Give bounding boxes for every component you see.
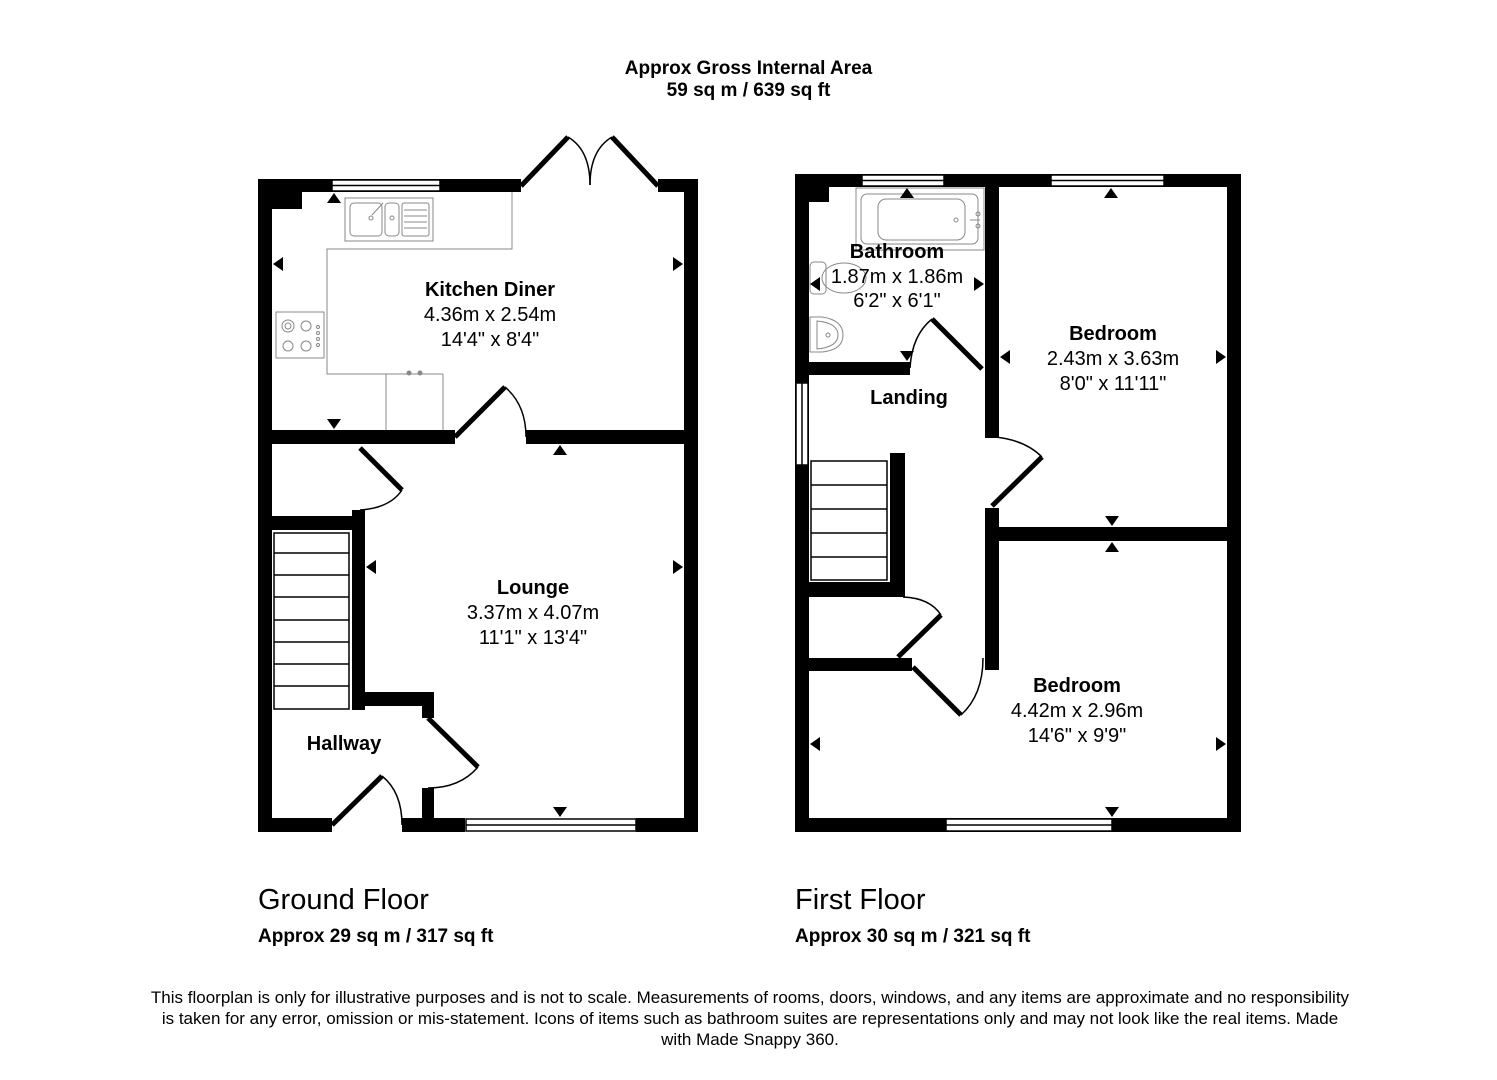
bedroom-front-label: Bedroom (1033, 675, 1121, 697)
kitchen-diner-metric: 4.36m x 2.54m (424, 304, 556, 326)
kitchen-diner-label: Kitchen Diner (425, 279, 555, 301)
lounge-metric: 3.37m x 4.07m (467, 602, 599, 624)
ground-floor-label: Ground Floor (258, 884, 429, 916)
gross-area-header: Approx Gross Internal Area 59 sq m / 639… (0, 58, 1497, 102)
lounge-imperial: 11'1" x 13'4" (479, 627, 587, 649)
bathroom-imperial: 6'2" x 6'1" (853, 290, 940, 312)
gross-area-title: Approx Gross Internal Area (624, 58, 873, 79)
kitchen-diner-imperial: 14'4" x 8'4" (441, 329, 540, 351)
first-floor-measure-arrows (810, 188, 1226, 817)
gross-area-total: 59 sq m / 639 sq ft (666, 80, 831, 101)
bath-icon (855, 187, 985, 251)
first-floor-plan: Bathroom 1.87m x 1.86m 6'2" x 6'1" Bedro… (795, 174, 1241, 832)
first-floor-label: First Floor (795, 884, 926, 916)
hallway-label: Hallway (307, 733, 382, 755)
lounge-door (426, 716, 480, 789)
bathroom-door (909, 317, 984, 371)
lounge-label: Lounge (497, 577, 569, 599)
kitchen-door (453, 385, 527, 439)
hob-icon (275, 311, 325, 359)
first-floor-area: Approx 30 sq m / 321 sq ft (795, 926, 1031, 947)
first-floor-stairs (810, 460, 888, 581)
bedroom-rear-imperial: 8'0" x 11'11" (1060, 373, 1167, 395)
landing-label: Landing (870, 387, 948, 409)
bedroom-rear-label: Bedroom (1069, 323, 1157, 345)
basin-icon (809, 316, 844, 353)
bedroom-rear-metric: 2.43m x 3.63m (1047, 348, 1179, 370)
toilet-icon (809, 261, 867, 295)
kitchen-worktop (326, 192, 513, 430)
ground-floor-measure-arrows (273, 193, 683, 817)
sink-icon (344, 197, 434, 242)
bedroom-front-imperial: 14'6" x 9'9" (1028, 725, 1127, 747)
french-doors (519, 135, 660, 188)
ground-floor-windows (331, 179, 637, 832)
bedroom-door-rear (990, 436, 1044, 508)
ground-floor-area: Approx 29 sq m / 317 sq ft (258, 926, 494, 947)
bathroom-metric: 1.87m x 1.86m (831, 266, 963, 288)
landing-cupboard-door (896, 596, 943, 659)
bedroom-door-front (911, 657, 984, 717)
appliance-icon (406, 370, 423, 376)
first-floor-windows (795, 174, 1165, 832)
disclaimer-text: This floorplan is only for illustrative … (150, 988, 1350, 1049)
front-door (330, 774, 403, 827)
bedroom-front-metric: 4.42m x 2.96m (1011, 700, 1143, 722)
ground-floor-plan: Kitchen Diner 4.36m x 2.54m 14'4" x 8'4"… (258, 135, 698, 832)
cupboard-door (358, 446, 404, 511)
bathroom-label: Bathroom (850, 241, 944, 263)
ground-floor-stairs (273, 532, 350, 710)
